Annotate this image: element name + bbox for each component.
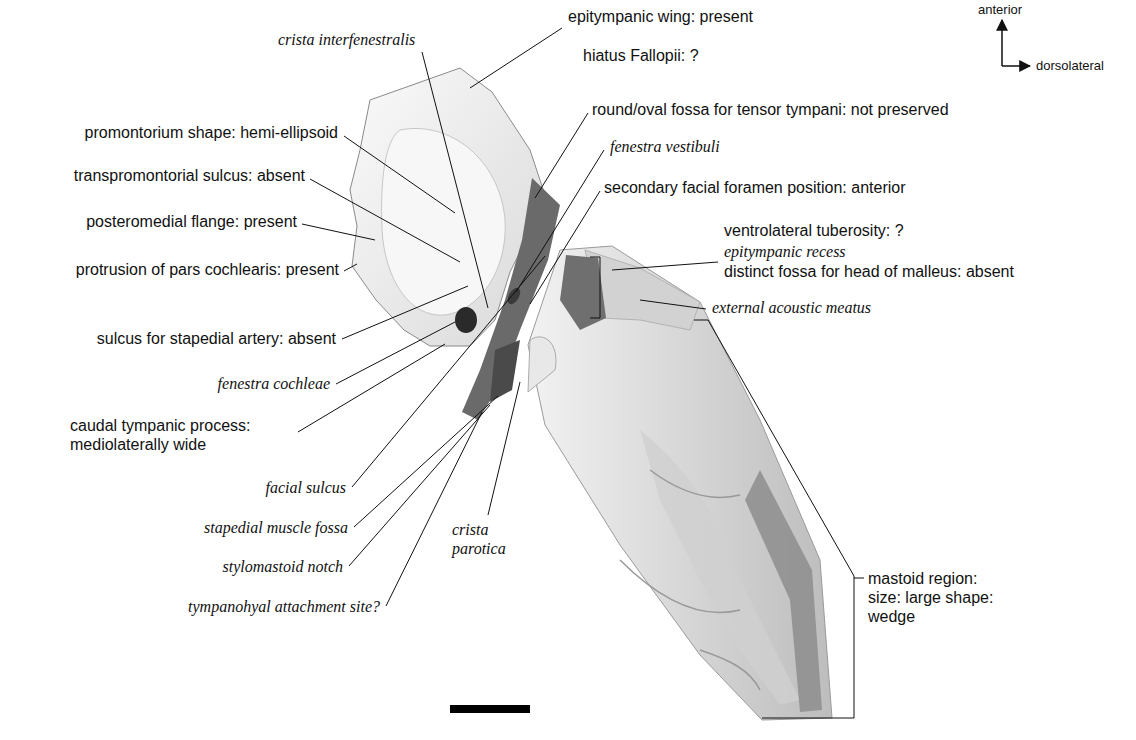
feature-label: hiatus Fallopii: ? — [583, 46, 699, 65]
fenestra-vestibuli — [505, 286, 523, 307]
feature-label: promontorium shape: hemi-ellipsoid — [85, 123, 338, 142]
mastoid-groove — [745, 470, 822, 712]
epitympanic-recess — [560, 255, 606, 330]
axis-label: anterior — [978, 2, 1022, 17]
promontorium — [382, 128, 506, 315]
fenestra-cochleae — [455, 307, 477, 333]
orientation-arrow — [1002, 65, 1030, 67]
feature-label: transpromontorial sulcus: absent — [74, 166, 305, 185]
feature-label: ventrolateral tuberosity: ? — [724, 221, 904, 240]
part-label: tympanohyal attachment site? — [188, 597, 380, 616]
feature-label: caudal tympanic process: mediolaterally … — [70, 416, 310, 454]
orientation-arrow — [1001, 20, 1003, 66]
feature-label: posteromedial flange: present — [86, 212, 297, 231]
feature-label: mastoid region: size: large shape: wedge — [868, 569, 1003, 626]
facial-sulcus — [462, 178, 560, 420]
part-label: stapedial muscle fossa — [204, 518, 348, 537]
part-label: external acoustic meatus — [712, 298, 871, 317]
axis-label: dorsolateral — [1036, 58, 1104, 73]
feature-label: distinct fossa for head of malleus: abse… — [724, 262, 1014, 281]
crista-parotica — [528, 337, 556, 392]
feature-label: secondary facial foramen position: anter… — [604, 178, 906, 197]
part-label: crista parotica — [452, 520, 522, 558]
stapedial-muscle-fossa — [490, 340, 520, 402]
feature-label: round/oval fossa for tensor tympani: not… — [592, 100, 949, 119]
scale-bar — [450, 705, 530, 713]
part-label: stylomastoid notch — [223, 557, 343, 576]
mastoid-ridge — [620, 470, 760, 690]
mastoid-region — [528, 246, 832, 720]
part-label: fenestra cochleae — [218, 374, 330, 393]
part-label: facial sulcus — [266, 478, 346, 497]
part-label: fenestra vestibuli — [610, 137, 720, 156]
feature-label: epitympanic wing: present — [568, 7, 753, 26]
feature-label: sulcus for stapedial artery: absent — [97, 329, 336, 348]
feature-label: protrusion of pars cochlearis: present — [76, 260, 339, 279]
leader-lines — [298, 28, 864, 718]
part-label: epitympanic recess — [724, 242, 846, 261]
part-label: crista interfenestralis — [278, 30, 415, 49]
